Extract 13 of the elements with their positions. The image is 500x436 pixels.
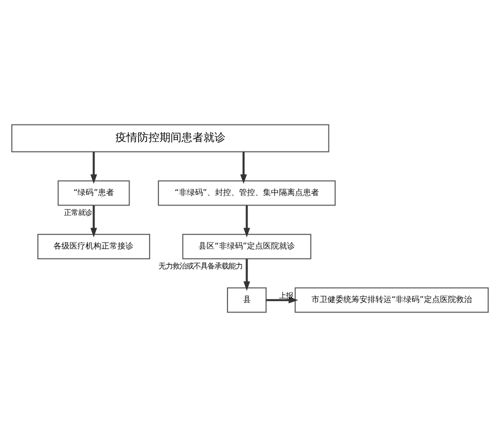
arrow (266, 296, 298, 303)
arrow (90, 151, 98, 184)
arrow (240, 151, 247, 184)
node-box: 各级医疗机构正常接诊 (37, 233, 150, 259)
arrow (90, 205, 98, 237)
node-box: “绿码”患者 (58, 180, 130, 206)
node-box: 市卫健委统筹安排转运“非绿码”定点医院救治 (294, 286, 489, 312)
arrow (243, 205, 250, 237)
arrow (243, 258, 250, 290)
node-box: 县 (226, 286, 267, 312)
node-box: 县区“非绿码”定点医院就诊 (182, 233, 312, 259)
node-box: 疫情防控期间患者就诊 (11, 124, 330, 152)
node-box: “非绿码”、封控、管控、集中隔离点患者 (158, 180, 336, 206)
